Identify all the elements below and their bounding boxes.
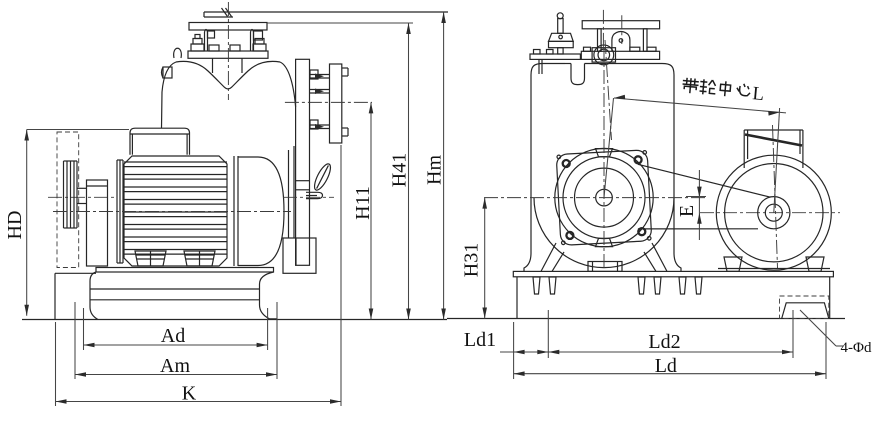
svg-text:Ld2: Ld2: [648, 331, 680, 353]
svg-text:HD: HD: [4, 211, 26, 240]
svg-text:H31: H31: [461, 243, 483, 277]
svg-text:K: K: [182, 383, 197, 405]
svg-text:E: E: [676, 205, 698, 217]
svg-text:H41: H41: [389, 153, 411, 187]
svg-text:Ld: Ld: [655, 355, 677, 377]
svg-text:Ld1: Ld1: [464, 329, 496, 351]
svg-text:Ad: Ad: [161, 325, 185, 347]
svg-text:L: L: [752, 83, 765, 105]
svg-text:4-Φd: 4-Φd: [841, 340, 872, 356]
svg-text:Hm: Hm: [424, 155, 446, 185]
svg-text:H11: H11: [352, 186, 374, 220]
svg-text:Am: Am: [160, 355, 190, 377]
